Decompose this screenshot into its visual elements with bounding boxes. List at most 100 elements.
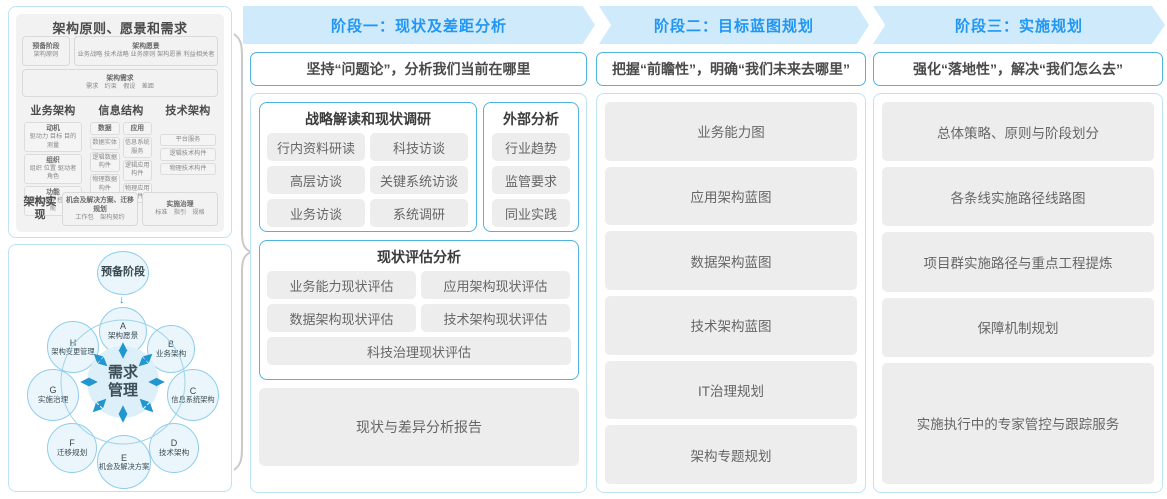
togaf-framework-panel: 架构原则、愿景和需求 预备阶段 架构原则 架构愿景 业务战略 技术战略 业务原则… [8,6,232,238]
chip-strategy-4[interactable]: 业务访谈 [267,199,365,227]
chip-assessment-2[interactable]: 数据架构现状评估 [267,304,416,332]
chip-blueprint-3[interactable]: 技术架构蓝图 [605,296,857,355]
chip-implementation-2[interactable]: 项目群实施路径与重点工程提炼 [882,232,1154,292]
group-external-analysis-chips: 行业趋势 监管要求 同业实践 [484,133,578,234]
chip-assessment-3[interactable]: 技术架构现状评估 [421,304,570,332]
adm-node-c-label: 信息系统架构 [171,395,215,405]
adm-node-d-label: 技术架构 [158,447,190,457]
brace-connector [233,33,252,471]
data-name: 数据 [97,125,112,132]
business-architecture-column: 业务架构 动机 驱动力 目标 目的 测量 组织 组织 位置 驱动者 角色 功能 [22,102,84,216]
data-item-2-label: 物理数据构件 [92,176,118,192]
architecture-vision-items: 业务战略 技术战略 业务原则 架构愿景 利益相关者 [77,51,215,59]
phase-arrow-1[interactable]: 阶段一：现状及差距分析 [243,6,595,44]
adm-center-line-1: 管理 [107,382,138,399]
adm-node-e-letter: E [120,452,127,463]
chip-strategy-0[interactable]: 行内资料研读 [267,133,365,161]
chip-implementation-1[interactable]: 各条线实施路径线路图 [882,167,1154,227]
chip-external-1[interactable]: 监管要求 [492,166,570,194]
phase-arrow-3-label: 阶段三：实施规划 [954,17,1083,35]
adm-node-prelim-label: 预备阶段 [101,266,145,279]
data-item-0: 数据实体 [90,137,120,150]
data-item-0-label: 数据实体 [92,139,118,147]
opportunities-migration-box: 机会及解决方案、迁移规划 工作包 架构契约 [62,192,138,226]
business-architecture-header: 业务架构 [30,105,76,117]
phase-3-body: 总体策略、原则与阶段划分 各条线实施路径线路图 项目群实施路径与重点工程提炼 保… [873,93,1163,493]
application-item-0-label: 信息系统服务 [124,139,150,155]
group-current-state-assessment-title: 现状评估分析 [377,249,461,265]
organization-cell: 组织 组织 位置 驱动者 角色 [24,153,82,184]
chip-external-0[interactable]: 行业趋势 [492,133,570,161]
group-current-state-assessment: 现状评估分析 业务能力现状评估 应用架构现状评估 数据架构现状评估 技术架构现状… [259,240,579,380]
opportunities-migration-name: 机会及解决方案、迁移规划 [66,196,134,213]
chip-external-2[interactable]: 同业实践 [492,199,570,227]
chip-strategy-5[interactable]: 系统调研 [370,199,468,227]
chip-implementation-0[interactable]: 总体策略、原则与阶段划分 [882,102,1154,162]
adm-cycle-panel: 预备阶段 ↓ A 架构愿景 B 业务架构 C 信息系统架构 D 技术架构 E 机… [8,244,232,492]
application-name: 应用 [130,125,145,132]
phase-subtitle-2-label: 把握“前瞻性”，明确“我们未来去哪里” [612,61,850,77]
business-architecture-body: 动机 驱动力 目标 目的 测量 组织 组织 位置 驱动者 角色 功能 服务 流程… [22,120,84,216]
group-external-analysis: 外部分析 行业趋势 监管要求 同业实践 [483,102,579,232]
chip-implementation-4[interactable]: 实施执行中的专家管控与跟踪服务 [882,362,1154,484]
architecture-requirements-name: 架构需求 [106,75,134,83]
chip-implementation-3[interactable]: 保障机制规划 [882,297,1154,357]
phase-arrow-2-label: 阶段二：目标蓝图规划 [653,17,814,35]
function-name: 功能 [46,188,60,196]
function-items: 服务 流程 控制 功能 [28,196,78,213]
application-item-0: 信息系统服务 [122,137,152,158]
adm-node-e: E 机会及解决方案 [97,435,151,489]
chip-strategy-1[interactable]: 科技访谈 [370,133,468,161]
organization-items: 组织 位置 驱动者 角色 [29,165,77,181]
adm-node-c: C 信息系统架构 [167,369,219,421]
tech-item-1-label: 逻辑技术构件 [169,150,207,158]
architecture-vision-name: 架构愿景 [132,43,160,51]
data-item-1-label: 逻辑数据构件 [92,153,118,169]
chip-strategy-2[interactable]: 高层访谈 [267,166,365,194]
adm-node-d: D 技术架构 [149,423,199,473]
chip-assessment-0[interactable]: 业务能力现状评估 [267,271,416,299]
adm-node-a-label: 架构愿景 [107,330,139,340]
information-structure-header: 信息结构 [98,105,144,117]
chip-blueprint-5[interactable]: 架构专题规划 [605,425,857,485]
adm-node-g: G 实施治理 [27,369,79,421]
motivation-name: 动机 [46,125,60,132]
chip-strategy-3[interactable]: 关键系统访谈 [370,166,468,194]
togaf-domain-columns: 业务架构 动机 驱动力 目标 目的 测量 组织 组织 位置 驱动者 角色 功能 [22,102,218,216]
motivation-items: 驱动力 目标 目的 测量 [29,133,77,149]
chip-blueprint-4[interactable]: IT治理规划 [605,360,857,420]
adm-node-e-label: 机会及解决方案 [98,462,150,472]
togaf-row-implementation: 架构实现 机会及解决方案、迁移规划 工作包 架构契约 实施治理 标准 指引 规格 [22,192,218,226]
phase-arrow-2[interactable]: 阶段二：目标蓝图规划 [599,6,869,44]
group-current-state-assessment-chips: 业务能力现状评估 应用架构现状评估 数据架构现状评估 技术架构现状评估 科技治理… [260,271,578,372]
adm-node-f: F 迁移规划 [47,423,97,473]
architecture-implementation-key: 架构实现 [23,196,57,221]
phase-subtitle-1-label: 坚持“问题论”，分析我们当前在哪里 [306,61,531,77]
togaf-title: 架构原则、愿景和需求 [52,21,188,36]
chip-assessment-governance[interactable]: 科技治理现状评估 [267,337,571,365]
chip-assessment-1[interactable]: 应用架构现状评估 [421,271,570,299]
phase-2-body: 业务能力图 应用架构蓝图 数据架构蓝图 技术架构蓝图 IT治理规划 架构专题规划 [596,93,866,493]
adm-node-g-label: 实施治理 [37,394,69,404]
application-item-1-label: 逻辑应用构件 [124,161,150,178]
adm-node-g-letter: G [49,385,57,396]
adm-center-line-0: 需求 [107,364,138,382]
tech-item-0: 平台服务 [160,134,216,147]
data-header-cell: 数据 [90,122,120,136]
adm-node-prelim: 预备阶段 [97,251,149,295]
data-item-1: 逻辑数据构件 [90,151,120,173]
gap-analysis-report-chip[interactable]: 现状与差异分析报告 [259,388,579,466]
phase-arrow-1-label: 阶段一：现状及差距分析 [330,17,507,35]
chip-blueprint-0[interactable]: 业务能力图 [605,102,857,161]
phase-arrow-3[interactable]: 阶段三：实施规划 [873,6,1165,44]
chip-blueprint-1[interactable]: 应用架构蓝图 [605,166,857,226]
group-external-analysis-title: 外部分析 [503,111,559,127]
prep-stage-name: 预备阶段 [32,43,60,51]
phase-subtitle-3: 强化“落地性”，解决“我们怎么去” [873,52,1163,86]
group-strategy-research-chips: 行内资料研读 科技访谈 高层访谈 关键系统访谈 业务访谈 系统调研 [260,133,476,234]
group-strategy-research-title: 战略解读和现状调研 [305,111,431,127]
chip-blueprint-2[interactable]: 数据架构蓝图 [605,231,857,291]
tech-item-2-label: 物理技术构件 [169,164,207,172]
phase-subtitle-3-label: 强化“落地性”，解决“我们怎么去” [913,61,1123,77]
